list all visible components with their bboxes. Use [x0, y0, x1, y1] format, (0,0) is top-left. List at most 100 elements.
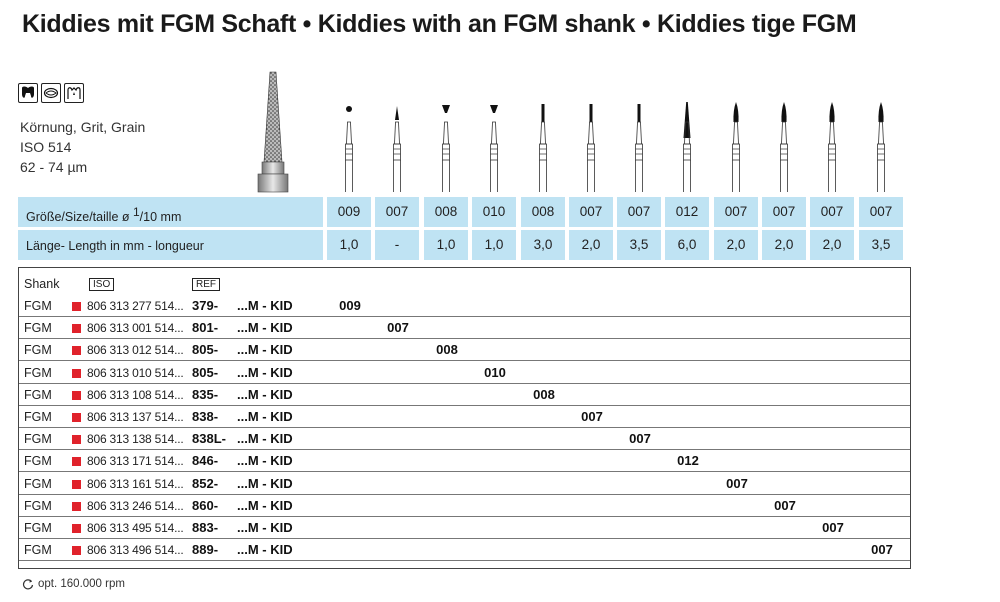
mouth-icon — [41, 83, 61, 103]
bur-shape — [828, 102, 836, 192]
row-shank: FGM — [24, 521, 52, 535]
row-shank: FGM — [24, 365, 52, 380]
tooth-icon — [18, 83, 38, 103]
page-title: Kiddies mit FGM Schaft • Kiddies with an… — [22, 10, 857, 38]
column-length: 1,0 — [339, 237, 359, 252]
column-size: 007 — [820, 204, 844, 219]
row-shank: FGM — [24, 321, 52, 336]
row-suffix: ...M - KID — [237, 298, 293, 313]
column-divider — [810, 227, 854, 230]
row-size-value: 007 — [629, 431, 651, 447]
row-size-value: 009 — [339, 298, 361, 313]
row-size-value: 010 — [484, 364, 506, 380]
column-divider — [521, 227, 565, 230]
column-divider — [375, 227, 419, 230]
column-size: 010 — [482, 204, 506, 219]
row-iso-number: 806 313 277 514... — [87, 299, 184, 313]
column-divider — [859, 227, 903, 230]
red-marker — [72, 546, 81, 556]
row-size-value: 007 — [581, 409, 603, 424]
red-marker — [72, 368, 81, 378]
row-size-value: 007 — [871, 542, 893, 558]
row-suffix: ...M - KID — [237, 475, 293, 491]
row-size-value: 012 — [677, 453, 699, 469]
column-size: 008 — [531, 204, 555, 219]
bur-shape — [683, 102, 691, 192]
row-ref: 889- — [192, 542, 219, 558]
length-band: Länge- Length in mm - longueur — [18, 230, 323, 260]
ref-header: REF — [192, 278, 220, 291]
column-length: 6,0 — [677, 237, 697, 252]
row-size-value: 007 — [822, 520, 844, 535]
row-shank: FGM — [24, 299, 52, 313]
row-suffix: ...M - KID — [237, 409, 293, 424]
row-suffix: ...M - KID — [237, 520, 293, 535]
size-column: 012 6,0 — [665, 197, 709, 260]
size-column: 007 2,0 — [714, 197, 758, 260]
row-suffix: ...M - KID — [237, 386, 293, 402]
row-iso-number: 806 313 161 514... — [87, 476, 184, 491]
column-length: - — [394, 237, 400, 252]
column-divider — [762, 227, 806, 230]
row-iso-number: 806 313 012 514... — [87, 343, 184, 358]
grit-label: Körnung, Grit, Grain — [20, 119, 146, 135]
row-shank: FGM — [24, 543, 52, 558]
bur-shape — [877, 102, 885, 192]
row-suffix: ...M - KID — [237, 320, 293, 336]
row-size-value: 007 — [387, 320, 409, 336]
column-divider — [569, 227, 613, 230]
rpm-text: opt. 160.000 rpm — [38, 578, 125, 590]
column-length: 2,0 — [726, 237, 746, 252]
column-size: 012 — [675, 204, 699, 219]
row-ref: 379- — [192, 298, 219, 313]
column-divider — [617, 227, 661, 230]
row-ref: 805- — [192, 342, 219, 358]
column-length: 3,5 — [871, 237, 891, 252]
size-column: 010 1,0 — [472, 197, 516, 260]
row-ref: 860- — [192, 497, 219, 513]
column-size: 007 — [627, 204, 651, 219]
row-shank: FGM — [24, 387, 52, 402]
column-length: 3,5 — [629, 237, 649, 252]
row-iso-number: 806 313 001 514... — [87, 321, 184, 336]
red-marker — [72, 524, 81, 533]
size-band: Größe/Size/taille ø 1/10 mm — [18, 197, 323, 227]
diamond-bur-illustration — [257, 71, 289, 193]
row-ref: 883- — [192, 520, 219, 535]
column-size: 007 — [724, 204, 748, 219]
row-size-value: 008 — [436, 342, 458, 358]
row-suffix: ...M - KID — [237, 364, 293, 380]
row-iso-number: 806 313 138 514... — [87, 432, 184, 447]
row-suffix: ...M - KID — [237, 342, 293, 358]
bur-shape — [587, 104, 595, 192]
row-ref: 835- — [192, 386, 219, 402]
red-marker — [72, 346, 81, 356]
size-column: 007 3,5 — [617, 197, 661, 260]
size-column: 007- — [375, 197, 419, 260]
row-iso-number: 806 313 137 514... — [87, 410, 184, 424]
bur-shape — [490, 105, 498, 192]
column-length: 1,0 — [436, 237, 456, 252]
column-length: 2,0 — [774, 237, 794, 252]
column-divider — [472, 227, 516, 230]
column-length: 1,0 — [484, 237, 504, 252]
row-suffix: ...M - KID — [237, 431, 293, 447]
rotation-icon — [22, 579, 34, 590]
red-marker — [72, 324, 81, 334]
column-size: 007 — [579, 204, 603, 219]
row-iso-number: 806 313 246 514... — [87, 498, 184, 513]
row-ref: 852- — [192, 475, 219, 491]
row-size-value: 007 — [774, 497, 796, 513]
size-band-label: Größe/Size/taille ø 1/10 mm — [26, 205, 182, 225]
red-marker — [72, 435, 81, 445]
